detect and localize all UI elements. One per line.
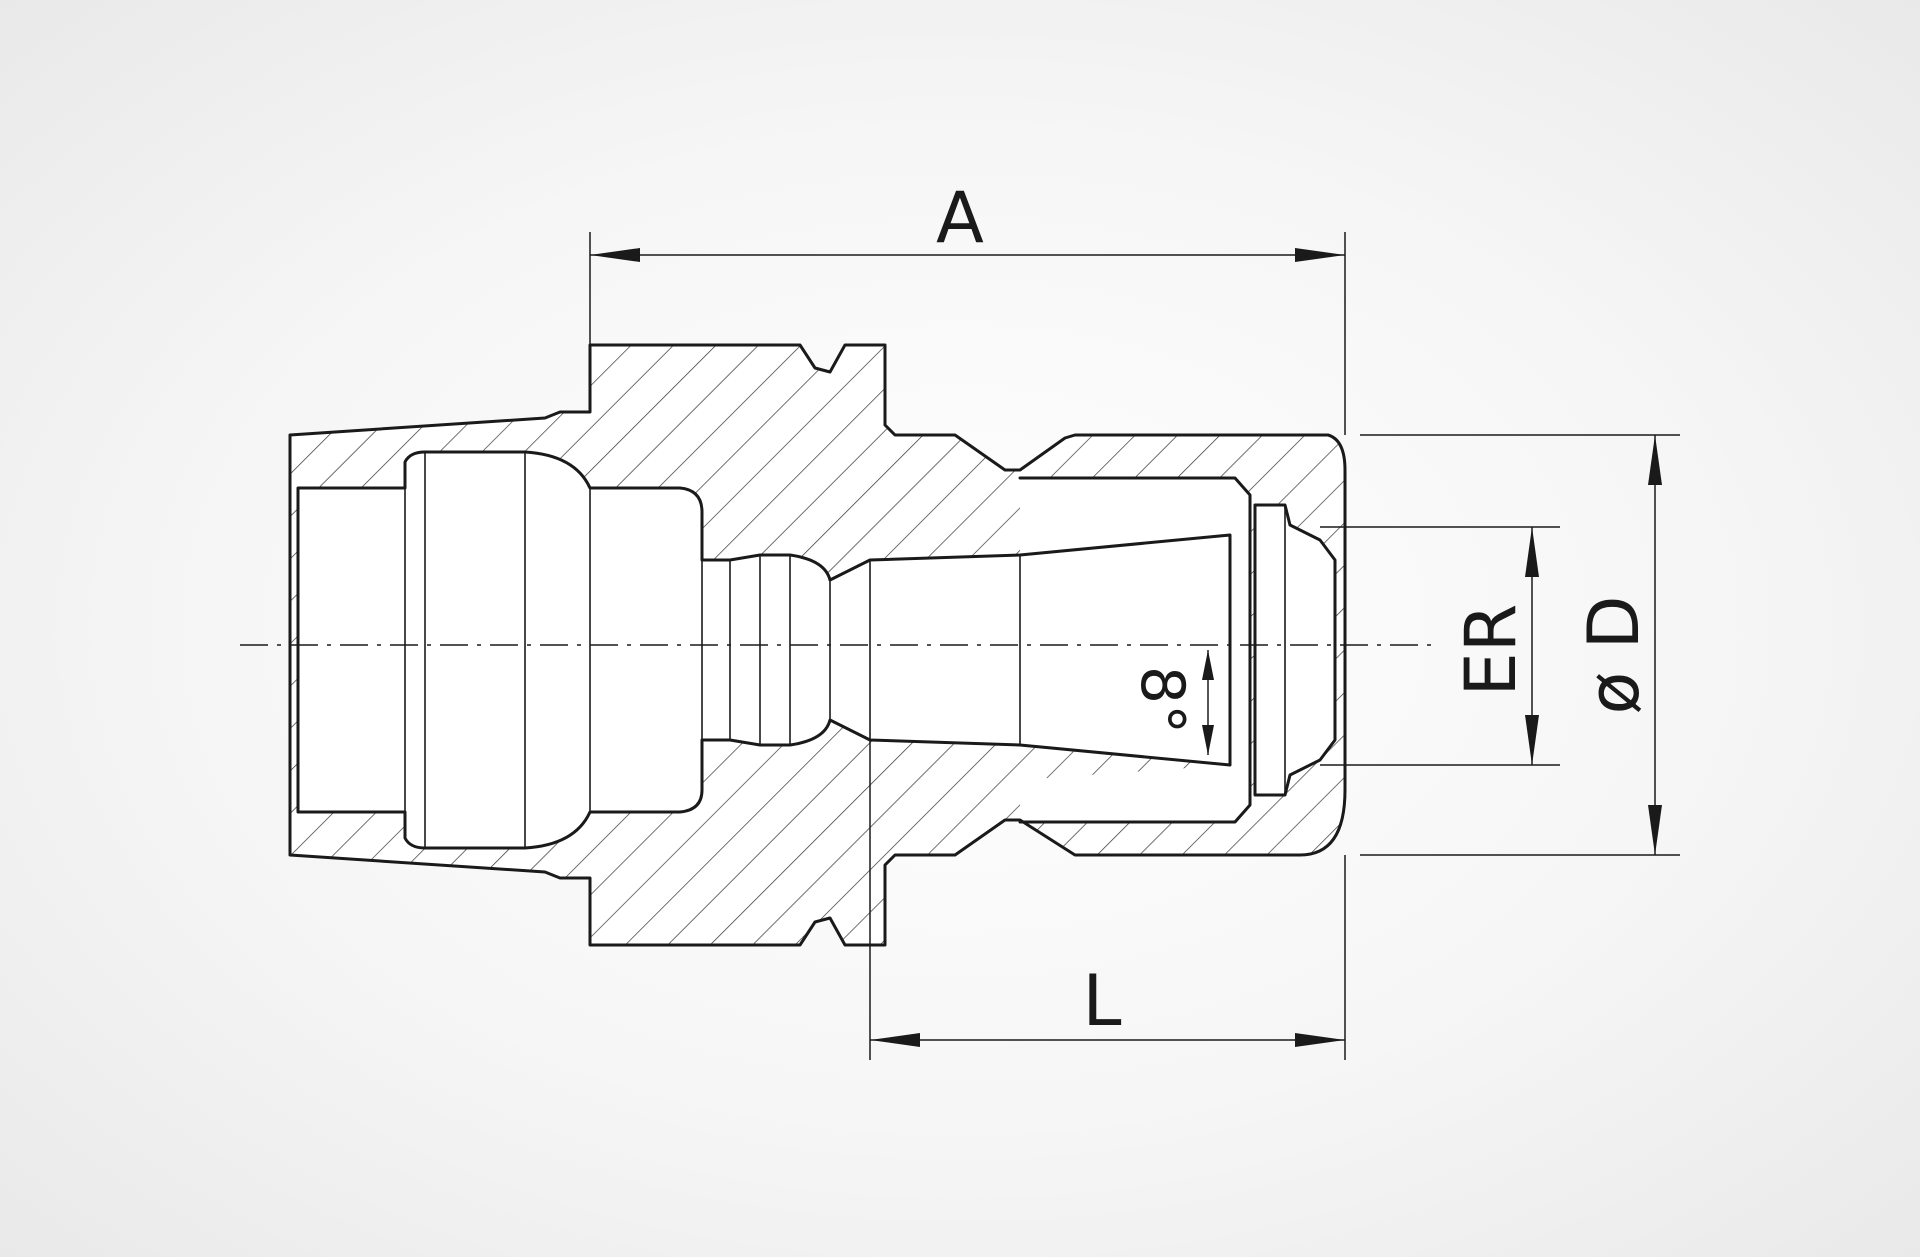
dimension-l: L [869, 740, 1346, 1060]
taper-angle-label: 8° [1127, 666, 1197, 734]
dimension-od-label: ø D [1573, 596, 1655, 715]
collet-pocket [1020, 478, 1250, 822]
dimension-er: ER [1320, 526, 1560, 766]
dimension-er-label: ER [1450, 604, 1532, 697]
nose-taper [1255, 505, 1335, 795]
rear-bore [298, 452, 1230, 848]
dimension-a: A [589, 177, 1346, 435]
dimension-a-label: A [936, 177, 984, 259]
taper-angle-annotation: 8° [1127, 650, 1214, 755]
dimension-l-label: L [1083, 960, 1122, 1042]
dimension-od: ø D [1360, 434, 1680, 856]
